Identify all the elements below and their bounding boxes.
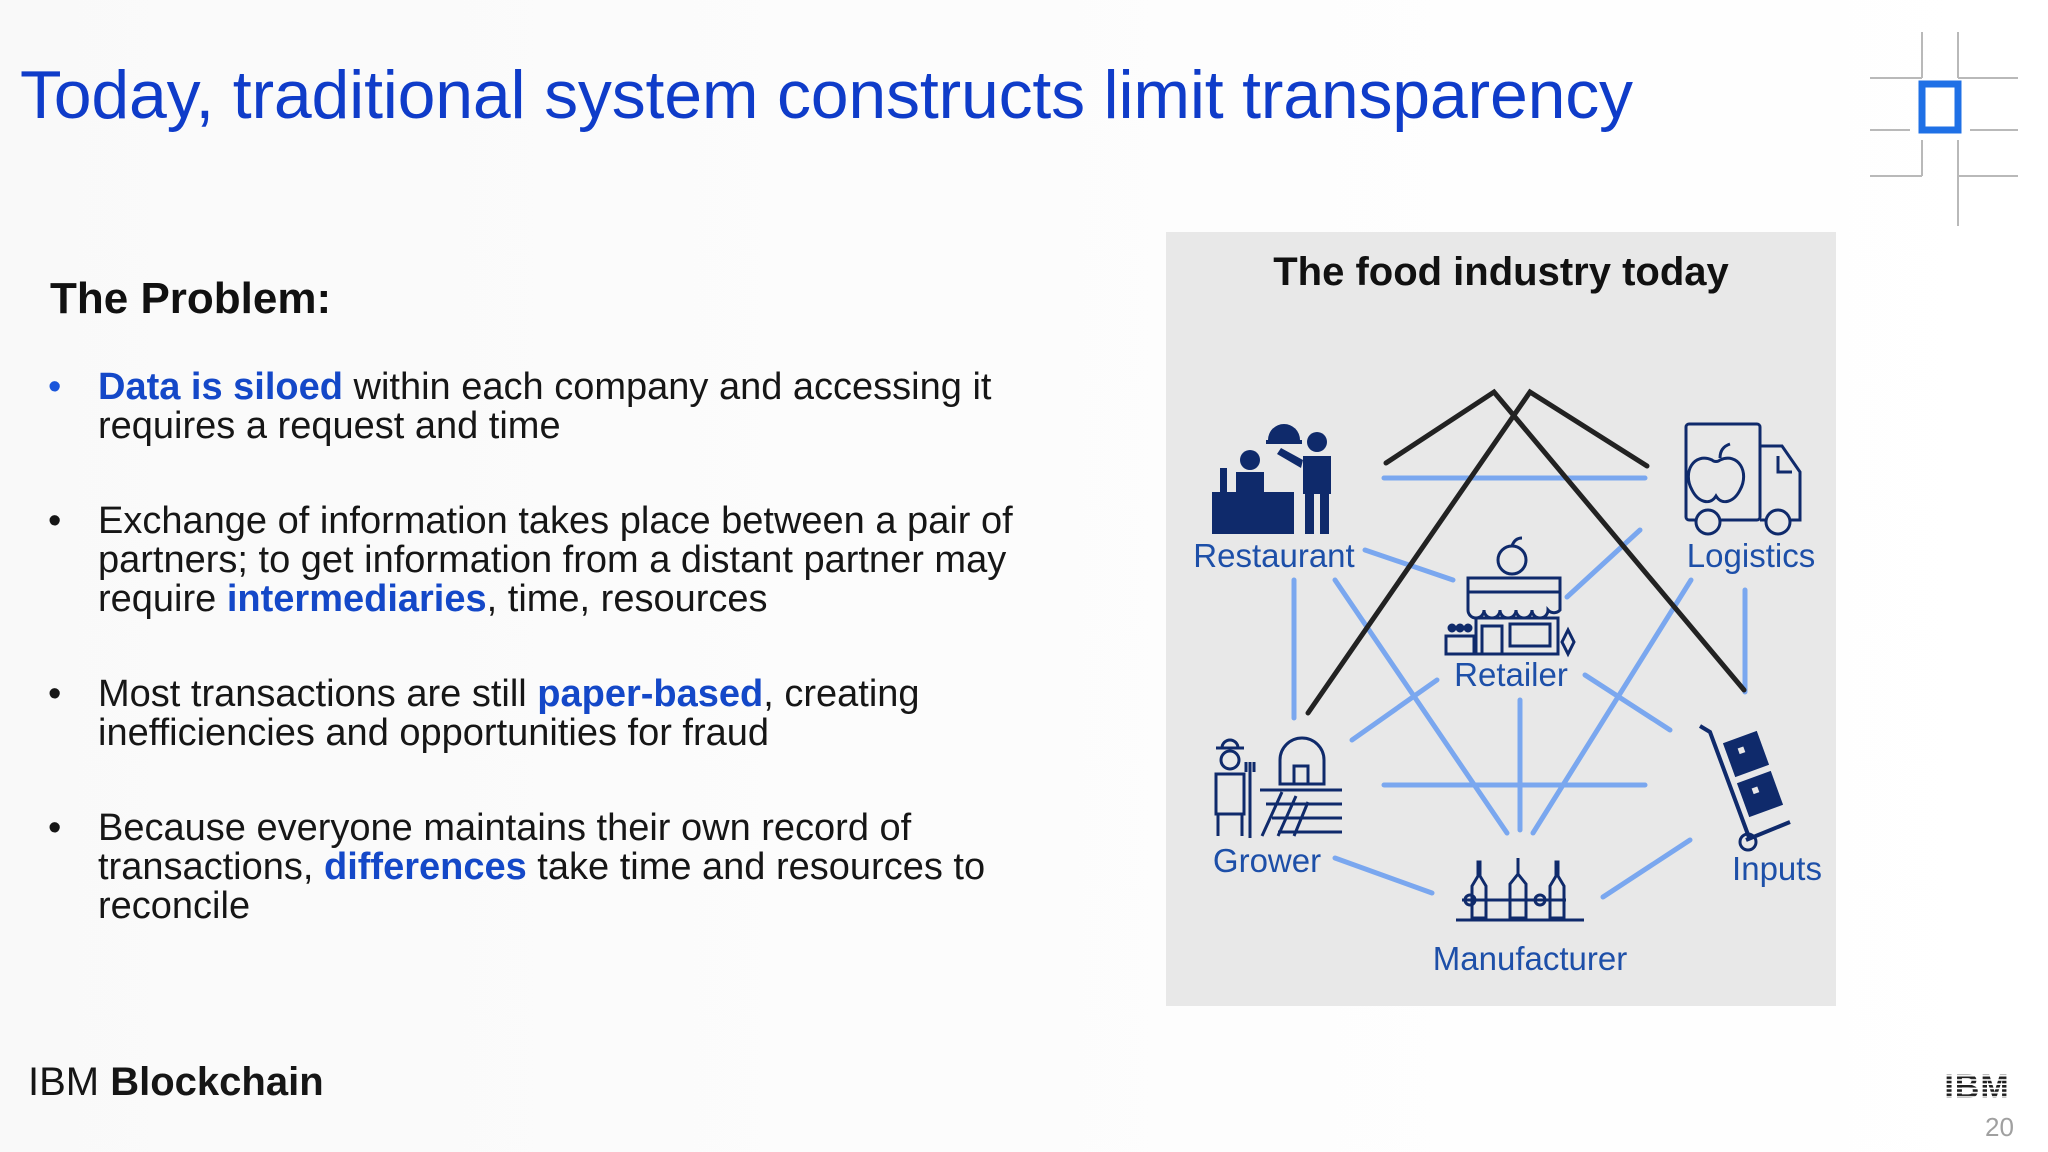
node-label-inputs: Inputs — [1732, 850, 1822, 887]
manufacturer-bottles-icon — [1456, 858, 1584, 922]
bullet-dot: • — [48, 500, 62, 542]
node-label-grower: Grower — [1212, 842, 1322, 879]
bullet-text: , time, resources — [486, 578, 768, 620]
list-item: • Data is siloed within each company and… — [48, 368, 1088, 446]
ibm-logo-text: IBM — [1944, 1068, 2009, 1102]
brand-blockchain: Blockchain — [110, 1060, 324, 1104]
list-item: • Because everyone maintains their own r… — [48, 809, 1088, 926]
bullet-text: Most transactions are still — [98, 673, 538, 715]
link-grower-manufacturer — [1332, 855, 1435, 896]
bullet-dot: • — [48, 366, 62, 408]
bullet-dot: • — [48, 807, 62, 849]
link-logistics-retailer — [1564, 527, 1643, 600]
highlight-text: differences — [324, 846, 527, 888]
inputs-handtruck-icon — [1698, 724, 1791, 852]
highlight-text: Data is siloed — [98, 366, 343, 408]
ibm-logo: IBM — [1944, 1068, 2009, 1102]
bullet-text: within each company and accessing it req… — [98, 366, 992, 447]
bullet-dot: • — [48, 673, 62, 715]
bullet-text: Because everyone maintains their own rec… — [98, 807, 912, 888]
restaurant-icon — [1212, 424, 1331, 534]
node-label-manufacturer: Manufacturer — [1432, 940, 1628, 977]
link-inputs-retailer — [1582, 672, 1673, 733]
list-item: • Exchange of information takes place be… — [48, 502, 1088, 619]
bullet-text: take time and resources to reconcile — [98, 846, 986, 927]
brand-wordmark: IBM Blockchain — [28, 1060, 324, 1105]
link-grower-retailer — [1349, 677, 1440, 743]
list-item: • Most transactions are still paper-base… — [48, 675, 1088, 753]
link-logistics-manufacturer — [1530, 577, 1694, 836]
bullet-text: , creating inefficiencies and opportunit… — [98, 673, 920, 754]
node-label-restaurant: Restaurant — [1193, 537, 1355, 574]
node-label-logistics: Logistics — [1686, 537, 1816, 574]
highlight-text: intermediaries — [226, 578, 487, 620]
logistics-truck-icon — [1684, 422, 1802, 536]
slide-title: Today, traditional system constructs lim… — [20, 57, 1633, 133]
corner-bracket-icon — [1870, 32, 2018, 226]
cross-line-left — [1383, 388, 1747, 693]
diagram-title: The food industry today — [1273, 250, 1729, 294]
cross-line-right — [1305, 388, 1650, 716]
page-number: 20 — [1985, 1112, 2014, 1142]
link-restaurant-manufacturer — [1332, 577, 1510, 836]
problem-list: • Data is siloed within each company and… — [48, 368, 1088, 926]
brand-ibm: IBM — [28, 1060, 100, 1104]
link-inputs-manufacturer — [1600, 837, 1693, 900]
problem-heading: The Problem: — [50, 274, 332, 323]
highlight-text: paper-based — [537, 673, 764, 715]
node-label-retailer: Retailer — [1454, 656, 1568, 693]
retailer-store-icon — [1444, 536, 1576, 658]
bullet-text: Exchange of information takes place betw… — [98, 500, 1013, 620]
grower-farmer-icon — [1214, 736, 1342, 838]
